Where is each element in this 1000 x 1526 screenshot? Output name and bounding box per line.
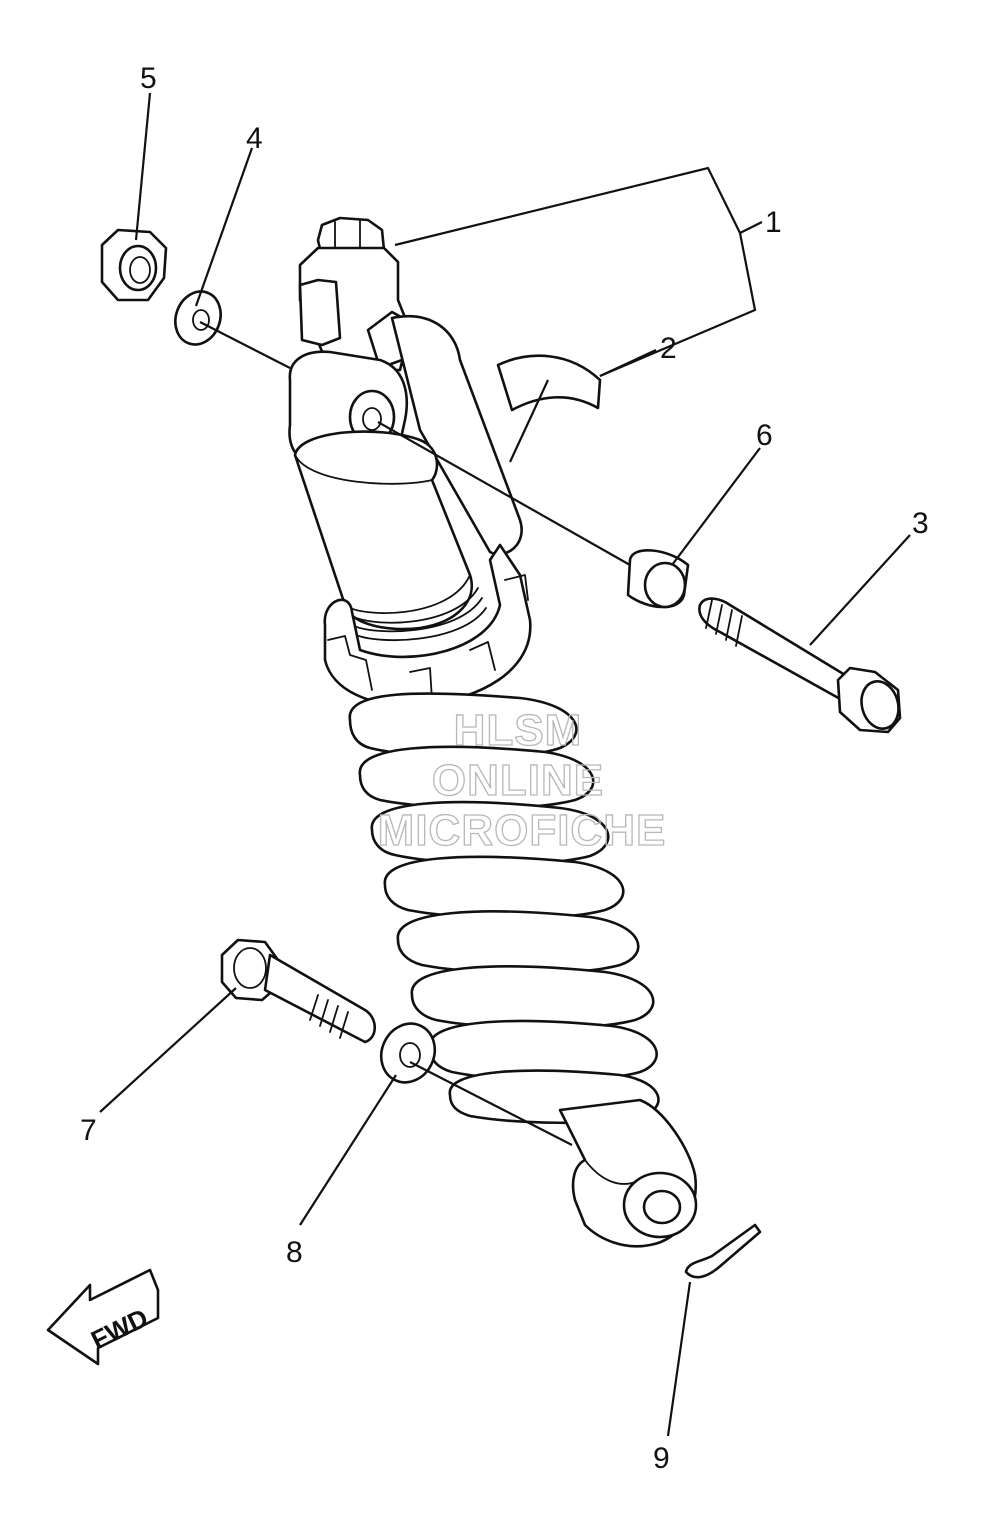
callout-4: 4 — [246, 122, 263, 155]
watermark-line-1: HLSM — [454, 706, 583, 755]
callout-9: 9 — [653, 1442, 670, 1475]
callout-3: 3 — [912, 507, 929, 540]
washer-lower — [379, 1022, 437, 1084]
watermark-line-3: MICROFICHE — [378, 806, 667, 855]
callout-6: 6 — [756, 419, 773, 452]
assembly-lines — [199, 321, 631, 1146]
watermark-line-2: ONLINE — [432, 756, 604, 805]
leader-lines — [99, 92, 911, 1437]
nut-part — [100, 228, 168, 302]
callout-2: 2 — [660, 332, 677, 365]
coil-spring — [348, 692, 660, 1125]
upper-bolt — [698, 597, 902, 734]
collar-part — [626, 549, 690, 609]
callout-5: 5 — [140, 62, 157, 95]
washer-upper — [174, 290, 222, 346]
callout-7: 7 — [80, 1114, 97, 1147]
lower-bolt — [220, 938, 377, 1044]
rear-shock-absorber — [288, 216, 698, 1248]
forward-direction-arrow: FWD — [46, 1268, 160, 1366]
callout-numbers: 1 2 3 4 5 6 7 8 9 — [80, 62, 929, 1475]
cotter-pin — [684, 1223, 762, 1279]
caution-label — [496, 354, 602, 412]
callout-1: 1 — [765, 206, 782, 239]
watermark: HLSM ONLINE MICROFICHE — [377, 705, 667, 855]
callout-8: 8 — [286, 1236, 303, 1269]
